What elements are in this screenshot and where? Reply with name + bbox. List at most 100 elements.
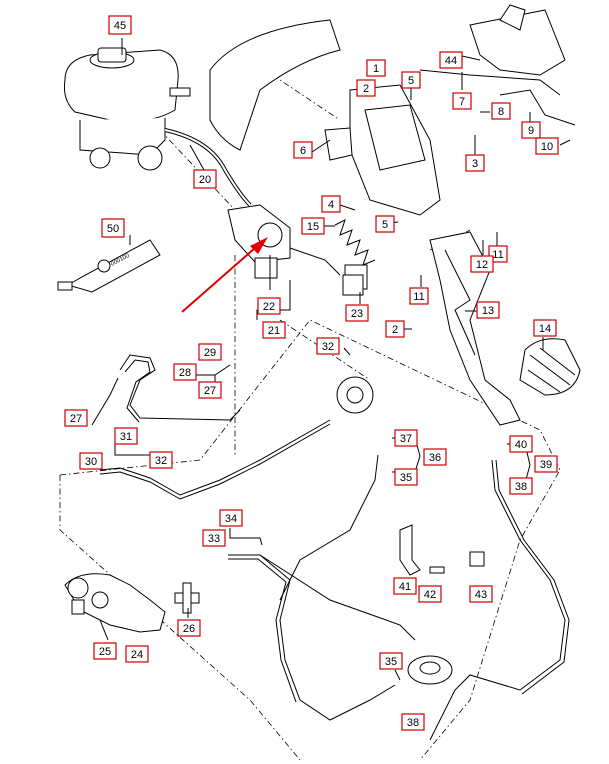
callout-number: 5 xyxy=(382,219,388,231)
callout-number: 20 xyxy=(199,174,211,186)
callout-34[interactable]: 34 xyxy=(219,509,243,527)
callout-24[interactable]: 24 xyxy=(125,645,149,663)
callout-number: 7 xyxy=(459,96,465,108)
callout-number: 11 xyxy=(492,249,503,261)
callout-27a[interactable]: 27 xyxy=(198,381,222,399)
callout-15[interactable]: 15 xyxy=(301,217,325,235)
reservoir-hose xyxy=(164,128,252,207)
callout-number: 1 xyxy=(373,63,379,75)
callout-number: 2 xyxy=(363,83,369,95)
release-bearing-upper xyxy=(336,376,374,414)
brake-fluid-reservoir xyxy=(64,47,191,171)
callout-45[interactable]: 45 xyxy=(108,15,132,35)
callout-10[interactable]: 10 xyxy=(535,137,559,155)
callout-41[interactable]: 41 xyxy=(393,577,417,595)
callout-8[interactable]: 8 xyxy=(491,102,511,120)
callout-35a[interactable]: 35 xyxy=(394,468,418,486)
callout-44[interactable]: 44 xyxy=(439,51,463,69)
callout-3[interactable]: 3 xyxy=(465,154,485,172)
callout-32b[interactable]: 32 xyxy=(149,451,173,469)
callout-22[interactable]: 22 xyxy=(257,297,281,315)
callout-37[interactable]: 37 xyxy=(394,429,418,447)
callout-1[interactable]: 1 xyxy=(366,59,386,77)
callout-2[interactable]: 2 xyxy=(356,79,376,97)
hydraulic-lines xyxy=(91,354,570,741)
callout-number: 44 xyxy=(445,55,457,67)
callout-38b[interactable]: 38 xyxy=(401,713,425,731)
callout-21[interactable]: 21 xyxy=(262,321,286,339)
callout-number: 24 xyxy=(131,649,143,661)
callout-11b[interactable]: 11 xyxy=(409,287,429,305)
callout-7[interactable]: 7 xyxy=(452,92,472,110)
callout-number: 35 xyxy=(385,656,397,668)
clip xyxy=(469,551,485,567)
callout-12[interactable]: 12 xyxy=(470,255,494,273)
callout-number: 43 xyxy=(475,589,487,601)
callout-number: 26 xyxy=(183,623,195,635)
callout-40[interactable]: 40 xyxy=(509,435,533,453)
callout-number: 6 xyxy=(300,145,306,157)
callout-25[interactable]: 25 xyxy=(93,642,117,660)
callout-31[interactable]: 31 xyxy=(114,427,138,445)
callout-number: 36 xyxy=(429,452,441,464)
release-bearing-lower xyxy=(407,655,453,685)
callout-number: 32 xyxy=(322,341,334,353)
callout-5b[interactable]: 5 xyxy=(375,215,395,233)
pointer-arrow xyxy=(181,237,268,313)
connector-plug xyxy=(342,274,364,296)
callout-32a[interactable]: 32 xyxy=(316,337,340,355)
callout-14[interactable]: 14 xyxy=(533,319,557,337)
callout-number: 39 xyxy=(540,459,552,471)
callout-number: 14 xyxy=(539,323,551,335)
callout-number: 29 xyxy=(204,347,216,359)
callout-9[interactable]: 9 xyxy=(521,121,541,139)
pedal-rod xyxy=(499,89,576,126)
callout-33[interactable]: 33 xyxy=(202,529,226,547)
callout-number: 30 xyxy=(85,456,97,468)
callout-number: 13 xyxy=(482,305,494,317)
return-spring xyxy=(334,219,376,266)
callout-number: 37 xyxy=(400,433,412,445)
callout-2b[interactable]: 2 xyxy=(385,320,405,338)
callout-36[interactable]: 36 xyxy=(423,448,447,466)
callout-number: 31 xyxy=(120,431,132,443)
grease-tube: 000100 xyxy=(57,239,161,293)
callout-6[interactable]: 6 xyxy=(293,141,313,159)
callout-50[interactable]: 50 xyxy=(101,218,125,238)
callout-number: 11 xyxy=(413,291,424,303)
callout-13[interactable]: 13 xyxy=(476,301,500,319)
callout-23[interactable]: 23 xyxy=(345,304,369,322)
callout-39[interactable]: 39 xyxy=(534,455,558,473)
callout-number: 42 xyxy=(424,589,436,601)
callout-number: 27 xyxy=(70,413,82,425)
callout-4[interactable]: 4 xyxy=(321,195,341,213)
callout-26[interactable]: 26 xyxy=(177,619,201,637)
callout-labels: 45 20 50 1 2 5 6 44 7 8 9 10 3 4 5 15 11… xyxy=(64,15,559,731)
callout-5a[interactable]: 5 xyxy=(401,71,421,89)
callout-30[interactable]: 30 xyxy=(79,452,103,470)
callout-27b[interactable]: 27 xyxy=(64,409,88,427)
callout-number: 23 xyxy=(351,308,363,320)
callout-number: 34 xyxy=(225,513,237,525)
line-bracket xyxy=(399,524,445,576)
callout-number: 5 xyxy=(408,75,414,87)
pedal-bracket xyxy=(209,19,441,216)
callout-number: 12 xyxy=(476,259,488,271)
callout-38a[interactable]: 38 xyxy=(509,477,533,495)
callout-35b[interactable]: 35 xyxy=(379,652,403,670)
slave-cylinder xyxy=(64,573,166,641)
callout-43[interactable]: 43 xyxy=(469,585,493,603)
callout-number: 3 xyxy=(472,158,478,170)
callout-29[interactable]: 29 xyxy=(198,343,222,361)
callout-42[interactable]: 42 xyxy=(418,585,442,603)
callout-number: 28 xyxy=(179,367,191,379)
callout-28[interactable]: 28 xyxy=(173,363,197,381)
pedal-pad xyxy=(519,338,581,396)
callout-number: 21 xyxy=(268,325,280,337)
callout-number: 50 xyxy=(107,223,119,235)
callout-number: 35 xyxy=(400,472,412,484)
callout-number: 41 xyxy=(399,581,411,593)
callout-20[interactable]: 20 xyxy=(193,169,217,189)
callout-number: 38 xyxy=(407,717,419,729)
